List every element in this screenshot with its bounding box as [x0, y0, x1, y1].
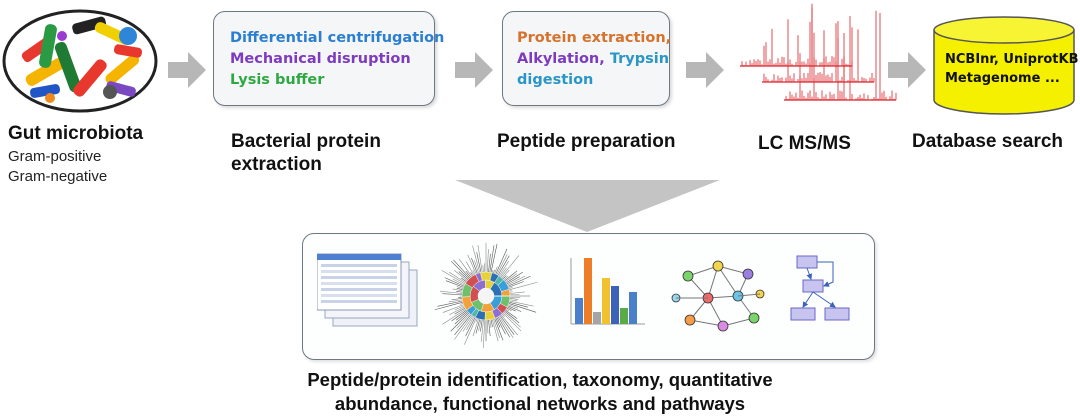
pathway-flowchart-thumbnail [790, 255, 850, 321]
gut-microbiota-illustration [2, 9, 158, 113]
data-table-thumbnail [317, 253, 418, 327]
gram-negative-label: Gram-negative [8, 168, 108, 185]
method-lysis-buffer: Lysis buffer [230, 72, 325, 88]
bacterial-protein-title: Bacterial protein [231, 131, 381, 152]
taxonomy-sunburst-thumbnail [434, 242, 538, 348]
arrow-right-icon [168, 52, 206, 88]
method-differential-centrifugation: Differential centrifugation [230, 30, 445, 46]
database-list-line1: NCBInr, UniprotKB [945, 52, 1079, 67]
step-protein-extraction: Protein extraction, [517, 30, 672, 46]
arrow-right-icon [686, 52, 724, 88]
arrow-right-icon [888, 52, 926, 88]
arrow-right-icon [455, 52, 493, 88]
extraction-methods-box: Differential centrifugation Mechanical d… [213, 11, 444, 106]
quantitative-bar-chart-thumbnail [570, 258, 645, 325]
arrow-down-icon [455, 180, 720, 232]
extraction-title: extraction [231, 154, 322, 175]
peptide-prep-box: Protein extraction, Alkylation, Trypsin … [502, 11, 672, 106]
database-list-line2: Metagenome ... [945, 71, 1060, 86]
step-trypsin: Trypsin [609, 51, 670, 67]
method-mechanical-disruption: Mechanical disruption [230, 51, 411, 67]
database-search-title: Database search [912, 131, 1064, 152]
mass-spectrum-illustration [740, 3, 897, 101]
peptide-preparation-title: Peptide preparation [497, 131, 676, 152]
gram-positive-label: Gram-positive [8, 148, 102, 165]
results-panel [302, 233, 875, 360]
gut-microbiota-title: Gut microbiota [8, 123, 144, 144]
step-alkylation: Alkylation, [517, 51, 605, 67]
results-caption-line1: Peptide/protein identification, taxonomy… [307, 369, 773, 390]
results-caption-line2: abundance, functional networks and pathw… [334, 393, 746, 414]
database-cylinder-icon [933, 16, 1075, 115]
functional-network-thumbnail [671, 260, 765, 332]
database-text: NCBInr, UniprotKB Metagenome ... [945, 50, 1079, 88]
lcms-title: LC MS/MS [758, 133, 851, 154]
step-digestion: digestion [517, 72, 594, 88]
